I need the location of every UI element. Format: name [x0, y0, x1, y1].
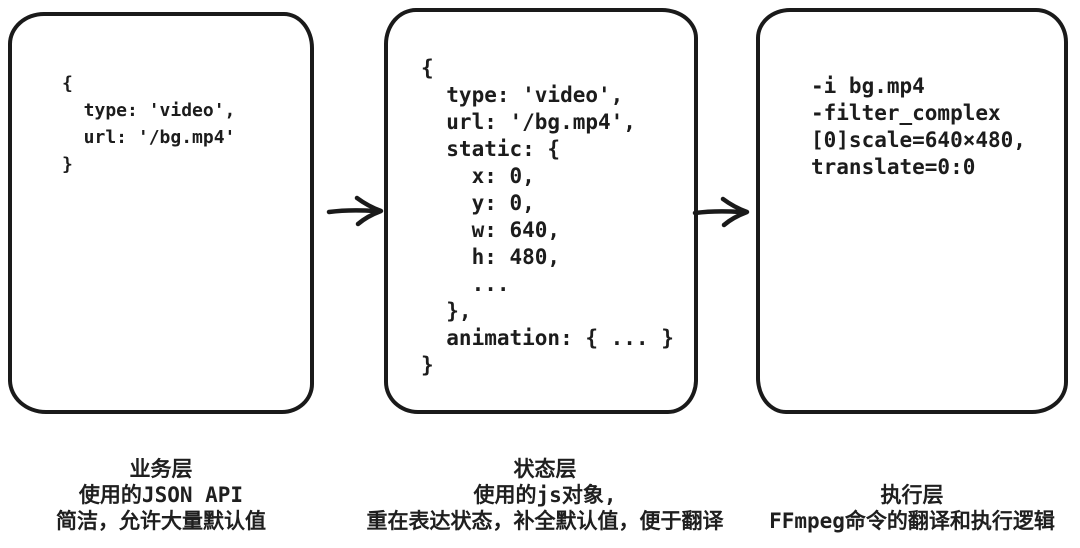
caption-line: 简洁，允许大量默认值	[56, 509, 266, 533]
execution-layer-box: -i bg.mp4 -filter_complex [0]scale=640×4…	[756, 8, 1068, 414]
caption-line-title: 执行层	[880, 483, 944, 507]
business-layer-code: { type: 'video', url: '/bg.mp4' }	[62, 73, 236, 175]
caption-line: FFmpeg命令的翻译和执行逻辑	[769, 509, 1055, 533]
business-layer-caption: 业务层 使用的JSON API 简洁，允许大量默认值	[56, 456, 266, 534]
state-layer-code: { type: 'video', url: '/bg.mp4', static:…	[421, 56, 674, 377]
execution-layer-code: -i bg.mp4 -filter_complex [0]scale=640×4…	[811, 74, 1026, 179]
caption-line-title: 业务层	[129, 457, 193, 481]
caption-line: 重在表达状态，补全默认值，便于翻译	[366, 509, 724, 533]
state-layer-caption: 状态层 使用的js对象, 重在表达状态，补全默认值，便于翻译	[367, 456, 724, 534]
execution-layer-caption: 执行层 FFmpeg命令的翻译和执行逻辑	[769, 482, 1055, 534]
flow-arrow-icon	[692, 196, 750, 228]
caption-line: 使用的js对象,	[473, 483, 617, 507]
business-layer-box: { type: 'video', url: '/bg.mp4' }	[8, 12, 314, 414]
caption-line-title: 状态层	[513, 457, 577, 481]
caption-line: 使用的JSON API	[78, 483, 244, 507]
state-layer-box: { type: 'video', url: '/bg.mp4', static:…	[384, 8, 698, 414]
flow-arrow-icon	[326, 195, 384, 227]
